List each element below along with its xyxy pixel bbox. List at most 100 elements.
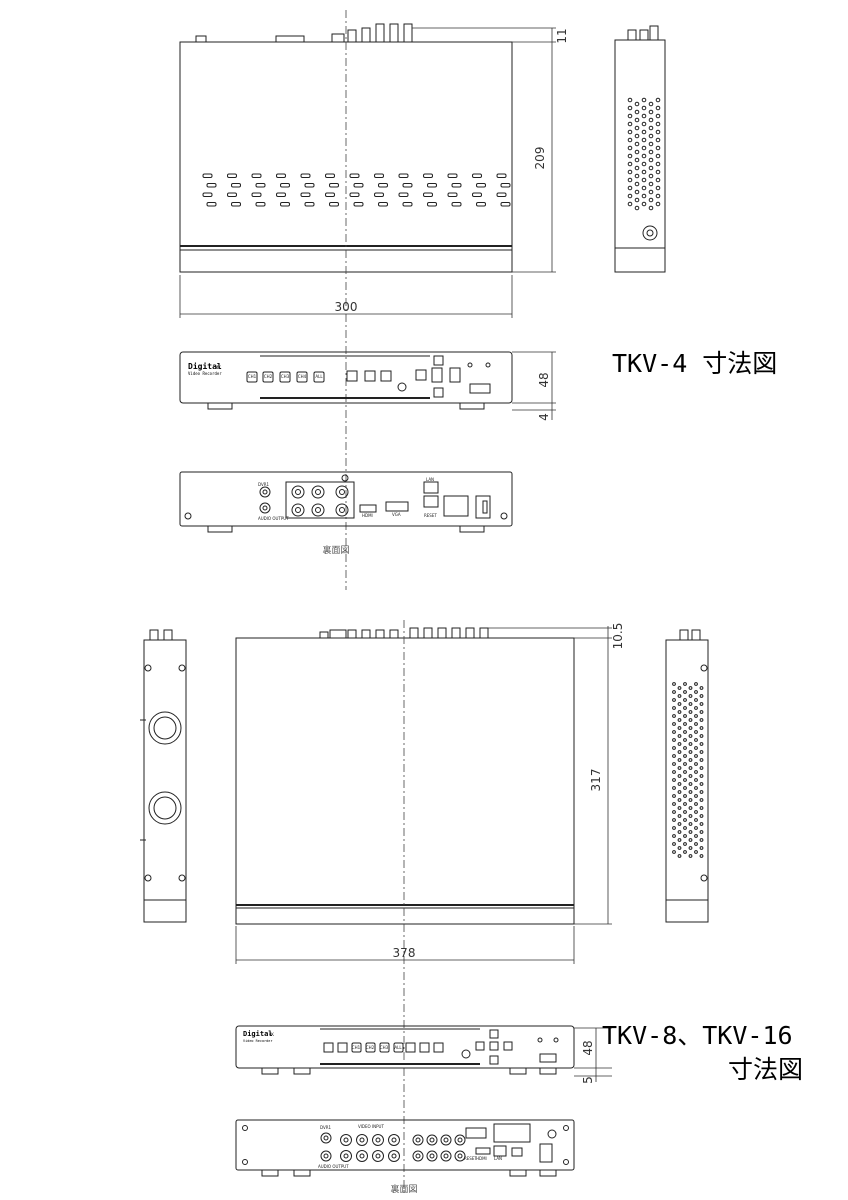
vent-hole [683,746,687,750]
vent-hole [683,730,687,734]
tkv4-foot-dim: 4 [537,413,551,421]
tkv4-btn-0: CH1 [248,374,257,379]
vent-hole [677,830,682,834]
vent-hole [627,113,633,119]
tkv8-dimensions [235,626,612,1082]
tkv8-front-brand-sub: 4K [269,1032,274,1037]
vent-hole [634,181,640,187]
bnc-connector [291,503,305,517]
vent-hole [648,197,654,203]
vent-hole [677,854,682,858]
vent-hole [677,798,682,802]
vent-hole [672,722,676,726]
vent-slot [300,173,311,178]
vent-slot [231,183,241,188]
vent-hole [677,846,682,850]
bnc-connector [388,1134,400,1146]
vent-slot [206,202,217,207]
vent-hole [694,690,698,694]
front-button [296,371,308,383]
vent-hole [694,714,698,718]
vent-hole [699,774,704,778]
vent-hole [694,730,698,734]
vent-hole [699,710,704,714]
vent-hole [688,686,693,690]
vent-hole [683,770,687,774]
tkv4-dimensions [179,27,556,420]
vent-hole [694,746,698,750]
vent-hole [627,193,633,199]
vent-hole [672,754,676,758]
bnc-core [359,1153,365,1159]
bnc-core [375,1137,381,1143]
vent-hole [699,830,704,834]
vent-hole [683,794,687,798]
vent-slot [496,192,507,197]
vent-hole [672,730,676,734]
tkv8-front-brand-line2: Video Recorder [243,1039,273,1043]
vent-hole [699,702,704,706]
tkv4-rear-label-4: LAN [426,477,434,482]
tkv4-rear-label-5: RESET [424,513,437,518]
vent-hole [634,125,640,131]
vent-slot [349,192,360,197]
tkv4-depth-dim: 209 [533,147,547,170]
vent-slots [202,173,511,207]
tkv4-btn-1: CH2 [264,374,273,379]
vent-hole [677,838,682,842]
vent-hole [641,193,647,199]
vent-hole [677,758,682,762]
vent-hole [672,802,676,806]
vent-hole [688,822,693,826]
bnc-connector [372,1150,384,1162]
vent-hole [683,698,687,702]
vent-slot [378,183,388,188]
vent-hole [688,758,693,762]
vent-hole [677,782,682,786]
vent-slot [325,192,335,197]
vent-hole [634,205,640,211]
vent-slot [353,183,364,188]
vent-hole [641,137,647,143]
bnc-connector [372,1134,384,1146]
vent-hole [655,105,661,111]
bnc-core [375,1153,381,1159]
vent-slot [423,192,433,197]
bnc-core [295,489,301,495]
bnc-connector [340,1134,352,1146]
vent-hole [641,97,647,103]
vent-hole [699,758,704,762]
vent-hole [699,806,704,810]
vent-hole [672,810,676,814]
vent-hole [699,846,704,850]
tkv8-front-view [235,1025,575,1075]
vent-hole [634,165,640,171]
vent-slot [476,202,486,207]
vent-slot [349,173,360,178]
vent-hole [648,157,654,163]
vent-hole [683,754,687,758]
vent-hole [641,161,647,167]
tkv4-connector-dim: 11 [555,28,569,43]
vent-hole [699,822,704,826]
vent-slot [500,202,511,207]
bnc-core [315,489,321,495]
tkv8-rear-label-0: DVR1 [320,1125,332,1130]
tkv4-rear-caption: 裏面図 [322,544,349,556]
vent-hole [641,177,647,183]
tkv8-btn-2: CH3 [380,1045,389,1050]
bnc-core [339,489,345,495]
tkv8-rear-label-3: HDMI [476,1156,487,1161]
vent-hole [683,714,687,718]
vent-slot [255,202,266,207]
front-button [313,371,325,383]
vent-slot [304,183,315,188]
vent-hole [627,169,633,175]
bnc-core [295,507,301,513]
vent-slot [280,183,290,188]
bnc-connector [291,485,305,499]
bnc-core [429,1137,435,1143]
bnc-connector [335,485,349,499]
vent-hole [634,173,640,179]
vent-hole [694,842,698,846]
